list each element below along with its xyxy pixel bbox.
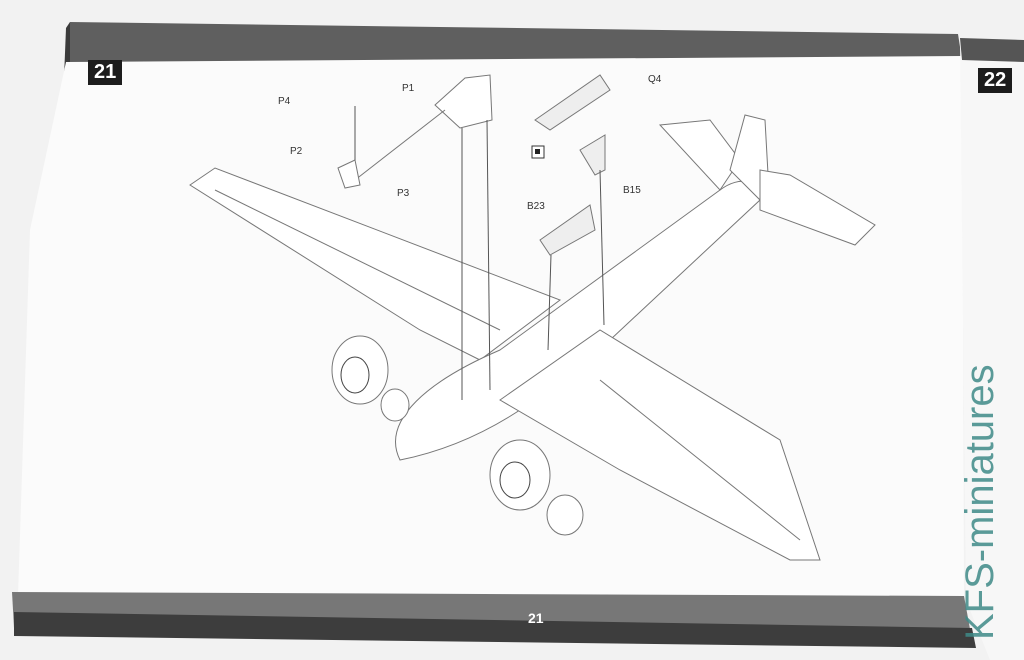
part-label-q4: Q4 [648,74,662,85]
top-band-left [70,22,962,68]
aircraft-drawing [189,74,876,561]
part-label-p2: P2 [290,146,303,157]
part-label-b23: B23 [527,201,545,212]
step-number-left: 21 [88,60,123,85]
page-number: 21 [528,610,544,626]
step-number-right: 22 [978,68,1013,93]
part-label-p3: P3 [397,188,410,199]
part-label-b15: B15 [623,185,641,196]
right-page [960,40,1024,660]
part-label-p1: P1 [402,83,415,94]
watermark: KFS-miniatures [958,364,1002,640]
part-label-p4: P4 [278,96,291,107]
